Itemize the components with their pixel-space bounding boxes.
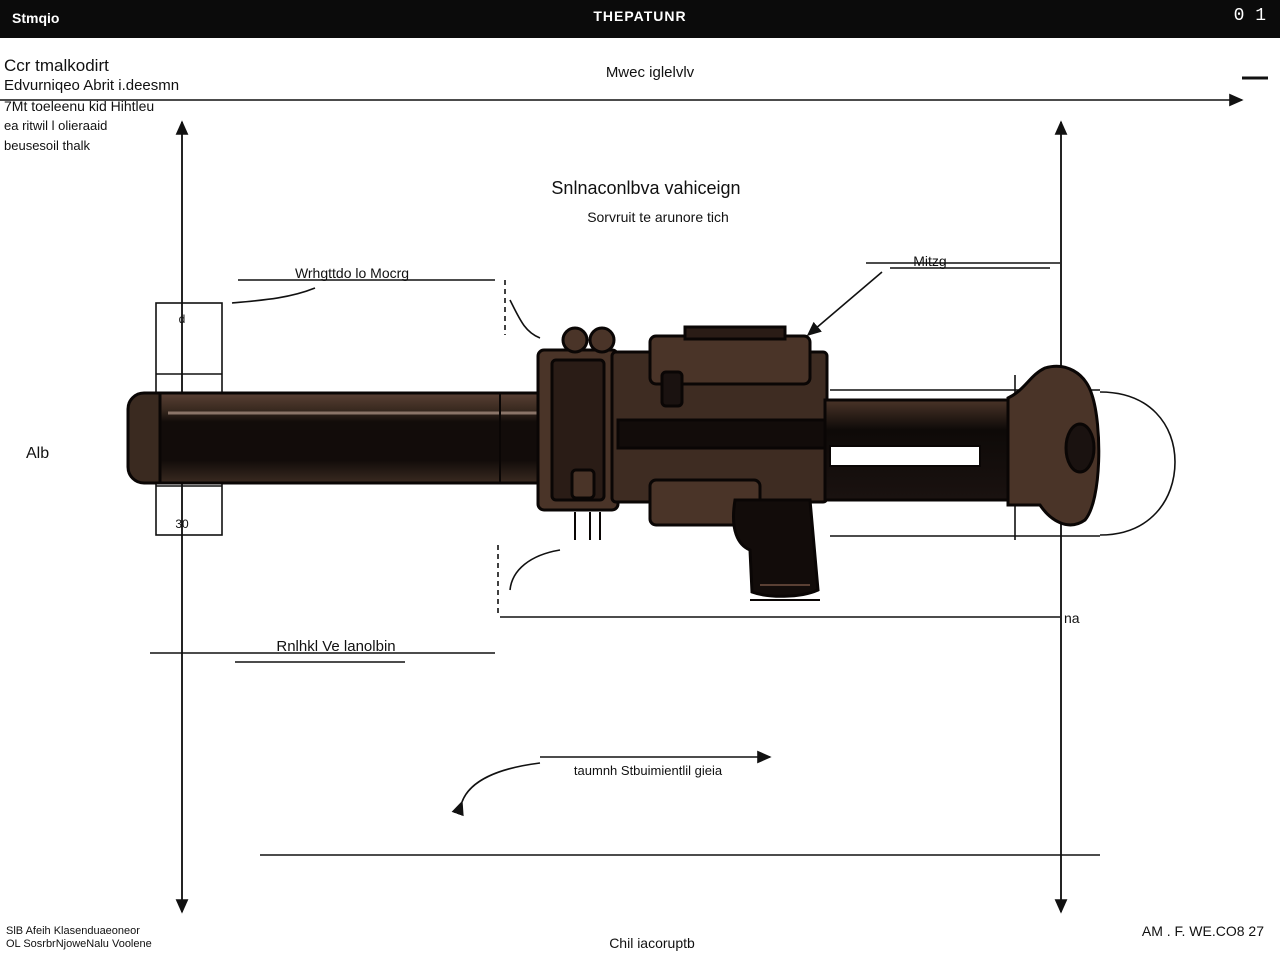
corner-note-line: ea ritwil l olieraaid bbox=[4, 118, 108, 133]
title-bar: Stmqio THEPATUNR 0 1 bbox=[0, 0, 1280, 38]
footer-right-label: AM . F. WE.CO8 27 bbox=[1142, 923, 1264, 939]
mid-left-callout-label: Rnlhkl Ve lanolbin bbox=[276, 638, 395, 655]
top-dimension-label: Mwec iglelvlv bbox=[606, 64, 695, 81]
right-end-label: na bbox=[1064, 610, 1080, 626]
weapon-diagram: Mwec iglelvlv Snlnaconlbva vahiceign Sor… bbox=[0, 64, 1268, 951]
corner-note-line: Ccr tmalkodirt bbox=[4, 56, 109, 75]
corner-note-line: 7Mt toeleenu kid Hihtleu bbox=[4, 98, 155, 114]
left-marker-top: d bbox=[179, 312, 186, 326]
left-callout-label: Wrhgttdo lo Mocrg bbox=[295, 265, 409, 281]
dimension-lines bbox=[0, 76, 1268, 914]
diagram-subtitle: Sorvruit te arunore tich bbox=[587, 209, 729, 225]
title-bar-left-label: Stmqio bbox=[12, 10, 60, 26]
corner-note-line: beusesoil thalk bbox=[4, 138, 90, 153]
title-bar-title: THEPATUNR bbox=[593, 8, 687, 24]
footer-left-line: OL SosrbrNjoweNalu Voolene bbox=[6, 938, 152, 950]
left-side-label: Alb bbox=[26, 445, 49, 462]
lower-callout-label: taumnh Stbuimientlil gieia bbox=[574, 763, 723, 778]
diagram-title: Snlnaconlbva vahiceign bbox=[551, 178, 740, 198]
footer-left-line: SlB Afeih Klasenduaeoneor bbox=[6, 925, 140, 937]
page-number: 0 1 bbox=[1233, 6, 1266, 26]
right-callout-label: Mitzg bbox=[913, 253, 946, 269]
weapon-illustration bbox=[126, 325, 1101, 601]
left-marker-bottom: 30 bbox=[175, 517, 189, 531]
footer-center-label: Chil iacoruptb bbox=[609, 935, 695, 951]
corner-note-line: Edvurniqeo Abrit i.deesmn bbox=[4, 77, 180, 94]
corner-note: Ccr tmalkodirt Edvurniqeo Abrit i.deesmn… bbox=[4, 56, 179, 156]
